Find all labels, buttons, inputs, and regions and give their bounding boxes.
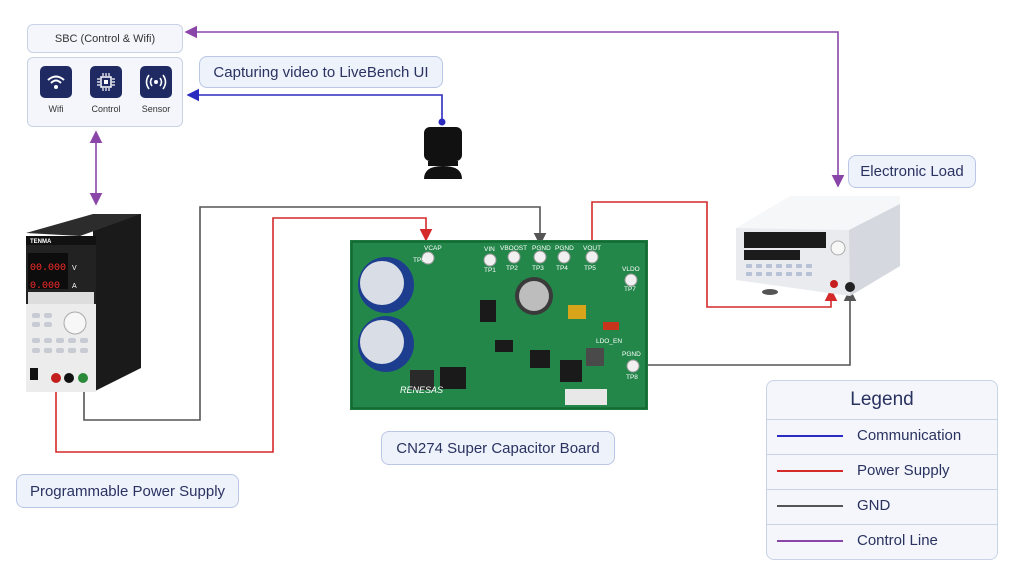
legend-swatch-power-supply (777, 470, 843, 472)
sbc-title-box: SBC (Control & Wifi) (27, 24, 183, 53)
supply-display-a: 0.000 (30, 281, 60, 292)
tp-label-pgnd-1: PGND (532, 245, 551, 252)
tp-label-vout: VOUT (583, 245, 601, 252)
gnd-line-supply-to-board (83, 206, 547, 421)
power-supply-label: Programmable Power Supply (16, 474, 239, 508)
sbc-item-sensor: Sensor (136, 66, 176, 114)
sbc-panel: Wifi Control Sensor (27, 57, 183, 127)
sbc-item-wifi: Wifi (36, 66, 76, 114)
supply-display-v: 00.000 (30, 263, 66, 274)
chip-icon (90, 66, 122, 98)
electronic-load-label-text: Electronic Load (860, 163, 964, 180)
tp-id-5: TP5 (584, 265, 596, 272)
legend-item-gnd: GND (767, 489, 997, 525)
legend-label-power-supply: Power Supply (857, 462, 950, 479)
legend-swatch-communication (777, 435, 843, 437)
tp-id-8: TP8 (626, 374, 638, 381)
board-silkscreen: RENESAS (400, 385, 443, 395)
tp-label-pgnd-2: PGND (555, 245, 574, 252)
tp-label-vin: VIN (484, 246, 495, 253)
electronic-load-device (736, 196, 900, 296)
tp-id-4: TP4 (556, 265, 568, 272)
tp-label-vcap: VCAP (424, 245, 442, 252)
supply-unit-v: V (72, 265, 77, 272)
legend-item-power-supply: Power Supply (767, 454, 997, 490)
tp-id-2: TP2 (506, 265, 518, 272)
tp-label-pgnd-3: PGND (622, 351, 641, 358)
wifi-icon (40, 66, 72, 98)
sbc-item-control: Control (86, 66, 126, 114)
legend-title: Legend (767, 381, 997, 420)
legend-swatch-gnd (777, 505, 843, 507)
sbc-title: SBC (Control & Wifi) (54, 32, 156, 45)
board-label-text: CN274 Super Capacitor Board (396, 439, 600, 457)
legend-label-gnd: GND (857, 497, 891, 514)
control-line-sbc-to-load (184, 25, 845, 188)
legend-label-communication: Communication (857, 427, 962, 444)
camera-label-text: Capturing video to LiveBench UI (213, 63, 429, 81)
power-supply-device (26, 214, 141, 392)
power-supply-label-text: Programmable Power Supply (29, 482, 226, 500)
gnd-line-board-to-load (640, 288, 857, 366)
communication-line-camera (186, 88, 443, 120)
tp-id-7: TP7 (624, 286, 636, 293)
electronic-load-label: Electronic Load (848, 155, 976, 188)
sensor-icon (140, 66, 172, 98)
legend: Legend Communication Power Supply GND Co… (766, 380, 998, 560)
tp-id-3: TP3 (532, 265, 544, 272)
supply-unit-a: A (72, 283, 77, 290)
legend-label-control-line: Control Line (857, 532, 938, 549)
sbc-sensor-label: Sensor (141, 104, 171, 114)
tp-id-6: TP6 (413, 257, 425, 264)
camera-label: Capturing video to LiveBench UI (199, 56, 443, 88)
tp-id-1: TP1 (484, 267, 496, 274)
supply-brand: TENMA (30, 239, 52, 245)
camera-icon (424, 127, 462, 179)
legend-item-control-line: Control Line (767, 524, 997, 559)
super-capacitor-board (350, 240, 648, 410)
power-line-supply-to-board (55, 217, 433, 453)
sbc-wifi-label: Wifi (48, 104, 64, 114)
board-label: CN274 Super Capacitor Board (381, 431, 615, 465)
tp-label-vboost: VBOOST (500, 245, 527, 252)
power-line-board-to-load (591, 201, 838, 308)
legend-swatch-control-line (777, 540, 843, 542)
tp-label-vldo: VLDO (622, 266, 640, 273)
ldo-en-label: LDO_EN (596, 338, 622, 345)
sbc-control-label: Control (91, 104, 121, 114)
legend-item-communication: Communication (767, 419, 997, 455)
